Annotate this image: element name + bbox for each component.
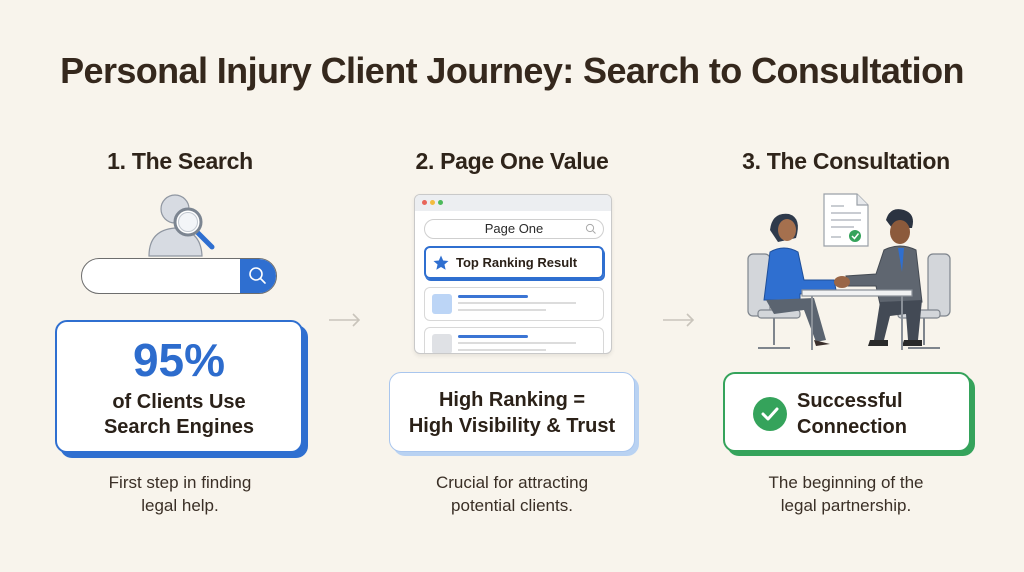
step-caption: The beginning of the legal partnership. xyxy=(686,471,1006,517)
step-title: 2. Page One Value xyxy=(415,148,609,174)
step-caption: First step in finding legal help. xyxy=(20,471,340,517)
check-circle-icon xyxy=(753,397,787,431)
result-text-line xyxy=(458,349,546,351)
address-label: Page One xyxy=(484,221,544,236)
caption-line1: First step in finding xyxy=(108,473,252,492)
search-result[interactable] xyxy=(424,287,604,321)
caption-line1: Crucial for attracting xyxy=(435,473,589,492)
card-line1: Successful xyxy=(797,390,903,412)
document-check-icon xyxy=(823,193,869,247)
search-input[interactable] xyxy=(81,258,277,294)
star-icon xyxy=(433,255,449,270)
search-icon xyxy=(249,267,266,284)
result-text-line xyxy=(458,309,546,311)
result-text-line xyxy=(458,302,576,304)
step-caption: Crucial for attracting potential clients… xyxy=(352,471,672,517)
result-title-line xyxy=(458,295,528,298)
arrow-right-icon xyxy=(663,313,695,327)
result-thumbnail xyxy=(432,294,452,314)
address-bar[interactable]: Page One xyxy=(424,219,604,239)
page-title: Personal Injury Client Journey: Search t… xyxy=(60,50,964,91)
success-card: Successful Connection xyxy=(723,372,971,452)
stat-label-line1: of Clients Use xyxy=(112,391,246,413)
top-ranking-result[interactable]: Top Ranking Result xyxy=(424,246,604,279)
search-result[interactable] xyxy=(424,327,604,353)
step-consultation: 3. The Consultation xyxy=(686,0,1006,572)
browser-titlebar xyxy=(415,195,611,211)
search-button[interactable] xyxy=(240,259,276,293)
close-dot xyxy=(422,200,427,205)
stat-value: 95% xyxy=(132,334,226,386)
success-label: Successful Connection xyxy=(797,388,907,440)
card-line2: Connection xyxy=(797,416,907,438)
step-title: 1. The Search xyxy=(107,148,253,174)
step-search: 1. The Search 95% of Clients Use Search … xyxy=(20,0,340,572)
card-line1: High Ranking = xyxy=(438,389,586,411)
step-page-one: 2. Page One Value Page One Top Ranking R… xyxy=(352,0,672,572)
visibility-card: High Ranking = High Visibility & Trust xyxy=(389,372,635,452)
stat-label-line2: Search Engines xyxy=(103,416,255,438)
caption-line2: legal partnership. xyxy=(780,496,912,515)
browser-window: Page One Top Ranking Result xyxy=(414,194,612,354)
handshake-meeting-illustration xyxy=(747,193,951,350)
top-result-label: Top Ranking Result xyxy=(456,255,578,270)
search-icon xyxy=(585,223,596,234)
result-title-line xyxy=(458,335,528,338)
person-magnifier-icon xyxy=(148,194,215,257)
arrow-right-icon xyxy=(329,313,361,327)
result-thumbnail xyxy=(432,334,452,353)
maximize-dot xyxy=(438,200,443,205)
card-line2: High Visibility & Trust xyxy=(408,415,616,437)
step-title: 3. The Consultation xyxy=(742,148,950,174)
caption-line2: legal help. xyxy=(141,496,219,515)
result-text-line xyxy=(458,342,576,344)
caption-line2: potential clients. xyxy=(451,496,573,515)
stat-card: 95% of Clients Use Search Engines xyxy=(55,320,303,453)
caption-line1: The beginning of the xyxy=(768,473,924,492)
minimize-dot xyxy=(430,200,435,205)
